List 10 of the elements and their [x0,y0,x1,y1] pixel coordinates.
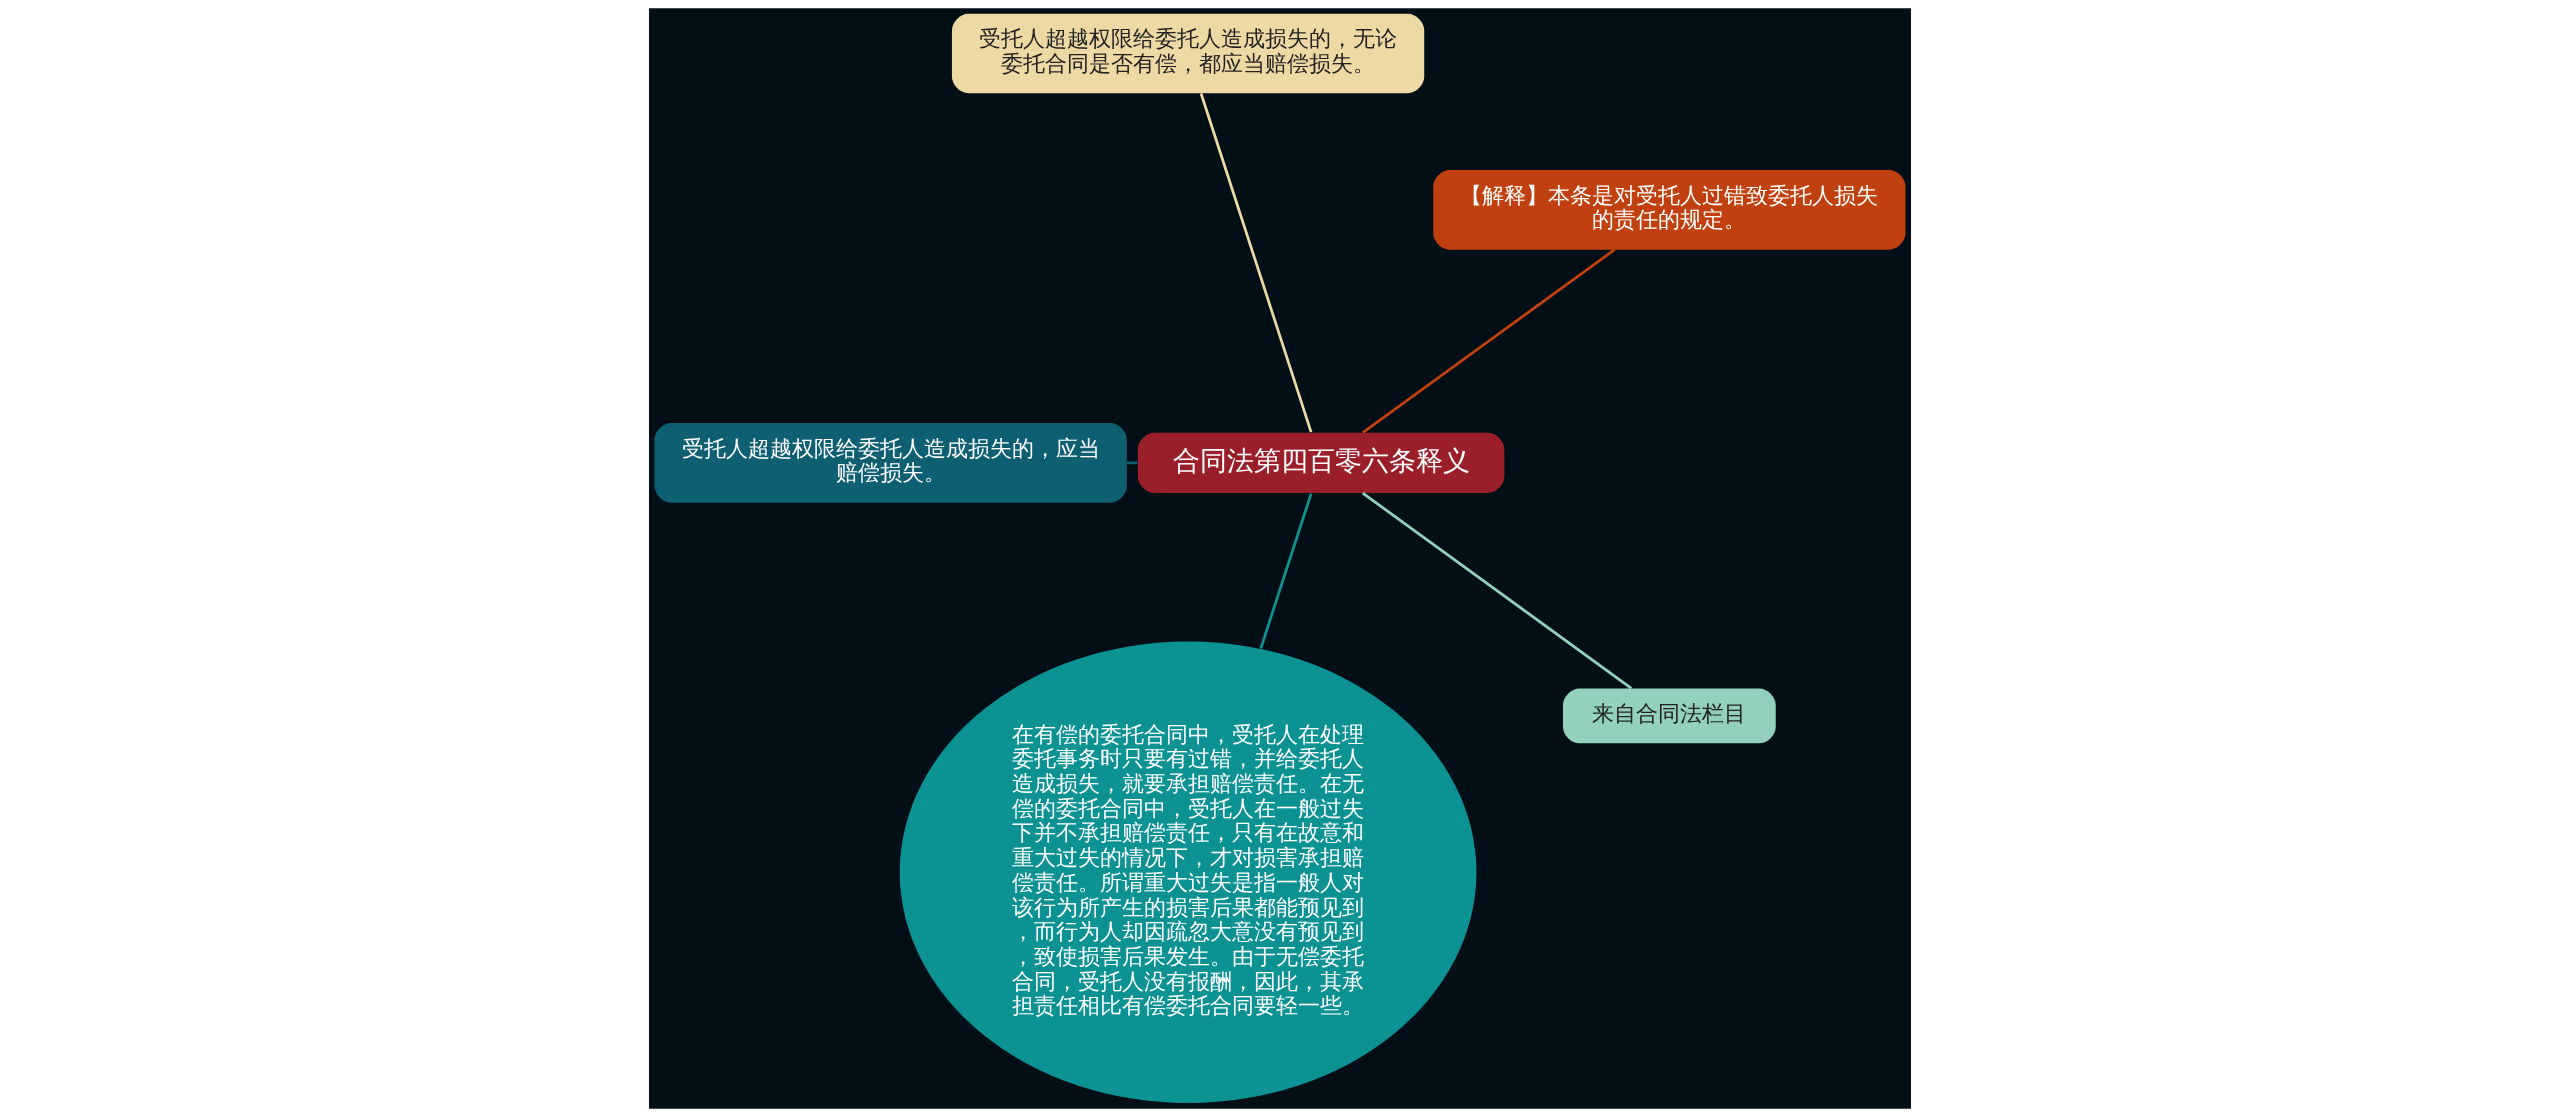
node-box: 合同法第四百零六条释义 [1137,432,1505,494]
node-ellipse: 在有偿的委托合同中，受托人在处理委托事务时只要有过错，并给委托人造成损失，就要承担赔偿责任。在无偿的委托合同中，受托人在一般过失下并不承担赔偿责任，只有在故意和重大过失的情况下，才对损害承担赔偿责任。所谓重大过失是指一般人对该行为所产生的损害后果都能预见到，而行为人却因疏忽大意没有预见到，致使损害后果发生。由于无偿委托合同，受托人没有报酬，因此，其承担责任相比有偿委托合同要轻一些。 [899,641,1477,1104]
node-box: 【解释】本条是对受托人过错致委托人损失的责任的规定。 [1433,170,1906,250]
connector [1361,492,1633,690]
node-box: 受托人超越权限给委托人造成损失的，无论委托合同是否有偿，都应当赔偿损失。 [951,13,1425,94]
node-box: 受托人超越权限给委托人造成损失的，应当赔偿损失。 [654,423,1127,503]
connector [1199,93,1313,433]
connector [1259,493,1313,649]
node-box: 来自合同法栏目 [1562,688,1776,744]
connector [1361,248,1616,434]
